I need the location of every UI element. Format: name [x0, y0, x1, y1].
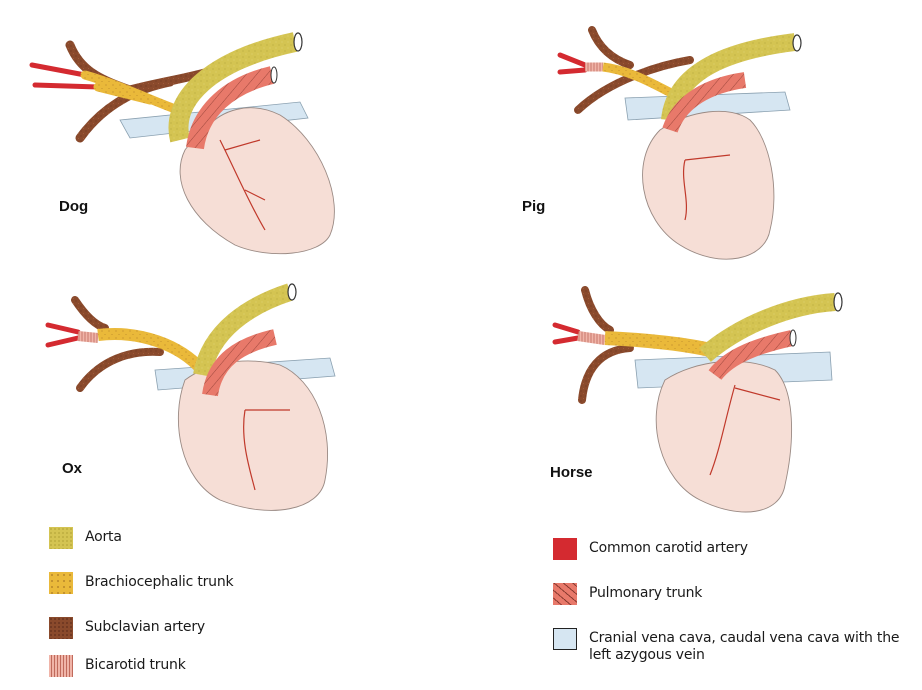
- coronary-artery: [682, 154, 731, 221]
- heart: [655, 360, 793, 513]
- legend-swatch-subclavian: [49, 617, 73, 639]
- common-carotid-artery: [45, 322, 81, 348]
- species-label-horse: Horse: [550, 464, 593, 481]
- pulmonary-trunk: [186, 66, 275, 150]
- legend-item-brachiocephalic-trunk: Brachiocephalic trunk: [49, 572, 234, 594]
- pulmonary-trunk: [202, 329, 277, 397]
- legend-label: Common carotid artery: [589, 540, 748, 556]
- common-carotid-artery: [29, 62, 101, 90]
- legend-item-bicarotid-trunk: Bicarotid trunk: [49, 655, 186, 677]
- subclavian-artery: [578, 286, 634, 404]
- dog-heart-illustration: [29, 32, 335, 255]
- common-carotid-artery: [557, 52, 588, 75]
- aorta: [699, 293, 836, 362]
- legend-label: Cranial vena cava, caudal vena cava with…: [589, 630, 900, 663]
- panel-horse: Horse: [530, 280, 870, 540]
- aorta: [193, 283, 293, 378]
- legend-swatch-pulmonary: [553, 583, 577, 605]
- coronary-artery: [709, 384, 781, 476]
- subclavian-artery: [71, 296, 164, 392]
- coronary-artery: [219, 139, 266, 231]
- legend-item-common-carotid-artery: Common carotid artery: [553, 538, 748, 560]
- panel-pig: Pig: [522, 26, 870, 290]
- brachiocephalic-trunk: [80, 70, 183, 115]
- pig-heart-illustration: [557, 26, 802, 260]
- species-label-ox: Ox: [62, 460, 83, 477]
- species-label-pig: Pig: [522, 198, 546, 215]
- legend-label: Pulmonary trunk: [589, 585, 703, 601]
- legend-swatch-brachiocephalic: [49, 572, 73, 594]
- common-carotid-artery: [552, 322, 581, 345]
- coronary-artery: [243, 409, 290, 491]
- panel-dog: Dog: [20, 20, 360, 280]
- legend-label: Aorta: [85, 529, 122, 545]
- legend-swatch-vena-cava: [553, 628, 577, 650]
- legend-item-vena-cava: Cranial vena cava, caudal vena cava with…: [553, 628, 919, 664]
- heart: [177, 360, 329, 511]
- bicarotid-trunk: [577, 331, 606, 345]
- species-label-dog: Dog: [59, 198, 89, 215]
- aorta: [661, 33, 797, 122]
- aorta: [168, 32, 298, 143]
- horse-heart-illustration: [552, 286, 843, 513]
- bicarotid-trunk: [77, 331, 99, 343]
- legend-item-aorta: Aorta: [49, 527, 122, 549]
- heart: [642, 110, 775, 260]
- legend-label: Bicarotid trunk: [85, 657, 186, 673]
- brachiocephalic-trunk: [97, 328, 207, 375]
- legend-swatch-carotid: [553, 538, 577, 560]
- panel-ox: Ox: [30, 280, 370, 540]
- legend-swatch-bicarotid: [49, 655, 73, 677]
- legend-label: Brachiocephalic trunk: [85, 574, 234, 590]
- legend-item-pulmonary-trunk: Pulmonary trunk: [553, 583, 702, 605]
- legend-item-subclavian-artery: Subclavian artery: [49, 617, 205, 639]
- pulmonary-trunk: [708, 330, 794, 381]
- ox-heart-illustration: [45, 283, 336, 511]
- legend-swatch-aorta: [49, 527, 73, 549]
- pulmonary-trunk: [662, 72, 747, 133]
- legend-label: Subclavian artery: [85, 619, 205, 635]
